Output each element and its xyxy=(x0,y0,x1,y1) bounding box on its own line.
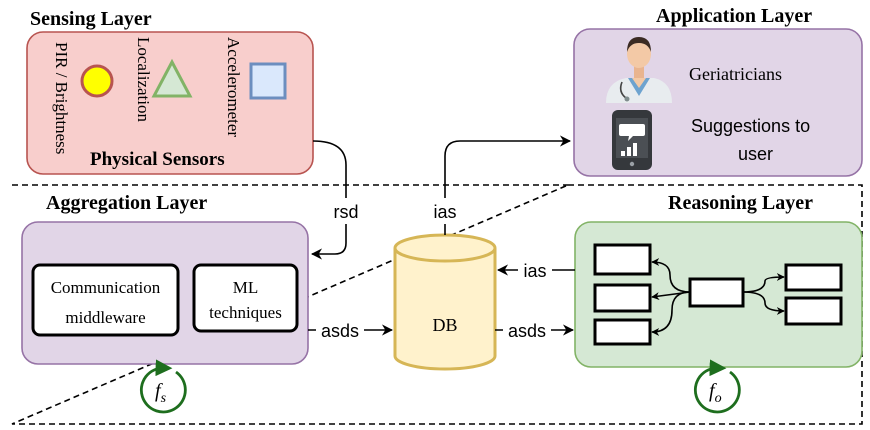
communication-middleware-line1: Communication xyxy=(51,278,161,297)
aggregation-layer-title: Aggregation Layer xyxy=(46,192,207,214)
reasoning-node-right-1 xyxy=(784,263,843,292)
ml-techniques-line1: ML xyxy=(233,278,259,297)
communication-middleware-box xyxy=(31,263,180,337)
localization-sensor-icon xyxy=(151,58,193,98)
ias-up-label: ias xyxy=(433,202,456,222)
geriatricians-label: Geriatricians xyxy=(689,64,782,84)
asds-right-label: asds xyxy=(508,321,546,341)
frequency-fo-cycle-icon: fo xyxy=(693,359,741,414)
frequency-fs-cycle-icon: fs xyxy=(139,359,187,414)
sensing-layer-title: Sensing Layer xyxy=(30,8,152,30)
asds-left-label: asds xyxy=(321,321,359,341)
communication-middleware-line2: middleware xyxy=(65,308,145,327)
reasoning-node-left-3 xyxy=(593,318,652,346)
accelerometer-sensor-icon xyxy=(249,62,287,100)
ias-up-arrow xyxy=(444,135,572,235)
phone-icon xyxy=(612,110,652,170)
database-cylinder xyxy=(393,233,497,371)
db-label: DB xyxy=(432,315,457,335)
reasoning-edges xyxy=(651,258,785,336)
reasoning-node-center xyxy=(688,277,745,308)
sensor-label-accelerometer: Accelerometer xyxy=(224,37,243,137)
rsd-arrow xyxy=(310,140,347,260)
fo-subscript: o xyxy=(715,391,722,406)
application-layer-title: Application Layer xyxy=(656,5,812,27)
ias-left-label: ias xyxy=(523,261,546,281)
physical-sensors-label: Physical Sensors xyxy=(90,149,225,170)
sensor-label-localization: Localization xyxy=(134,37,153,122)
doctor-icon xyxy=(606,37,672,103)
reasoning-node-left-1 xyxy=(593,243,652,276)
suggestions-label-line1: Suggestions to xyxy=(691,116,810,136)
pir-sensor-icon xyxy=(80,64,114,98)
ias-left-label-bg xyxy=(518,258,552,282)
reasoning-node-right-2 xyxy=(784,296,843,326)
fs-base: f xyxy=(155,380,163,402)
sensor-label-pir: PIR / Brightness xyxy=(52,42,71,154)
rsd-label: rsd xyxy=(333,202,358,222)
reasoning-node-left-2 xyxy=(593,283,652,313)
reasoning-layer-title: Reasoning Layer xyxy=(668,192,813,214)
svg-text:fo: fo xyxy=(709,380,722,406)
svg-text:fs: fs xyxy=(155,380,167,406)
asds-left-label-bg xyxy=(316,318,364,342)
rsd-label-bg xyxy=(330,198,362,224)
ml-techniques-line2: techniques xyxy=(209,303,282,322)
ias-up-label-bg xyxy=(429,198,461,224)
fs-subscript: s xyxy=(161,391,167,406)
suggestions-label-line2: user xyxy=(738,144,773,164)
fo-base: f xyxy=(709,380,717,402)
asds-right-label-bg xyxy=(503,318,551,342)
ml-techniques-box xyxy=(192,263,299,333)
